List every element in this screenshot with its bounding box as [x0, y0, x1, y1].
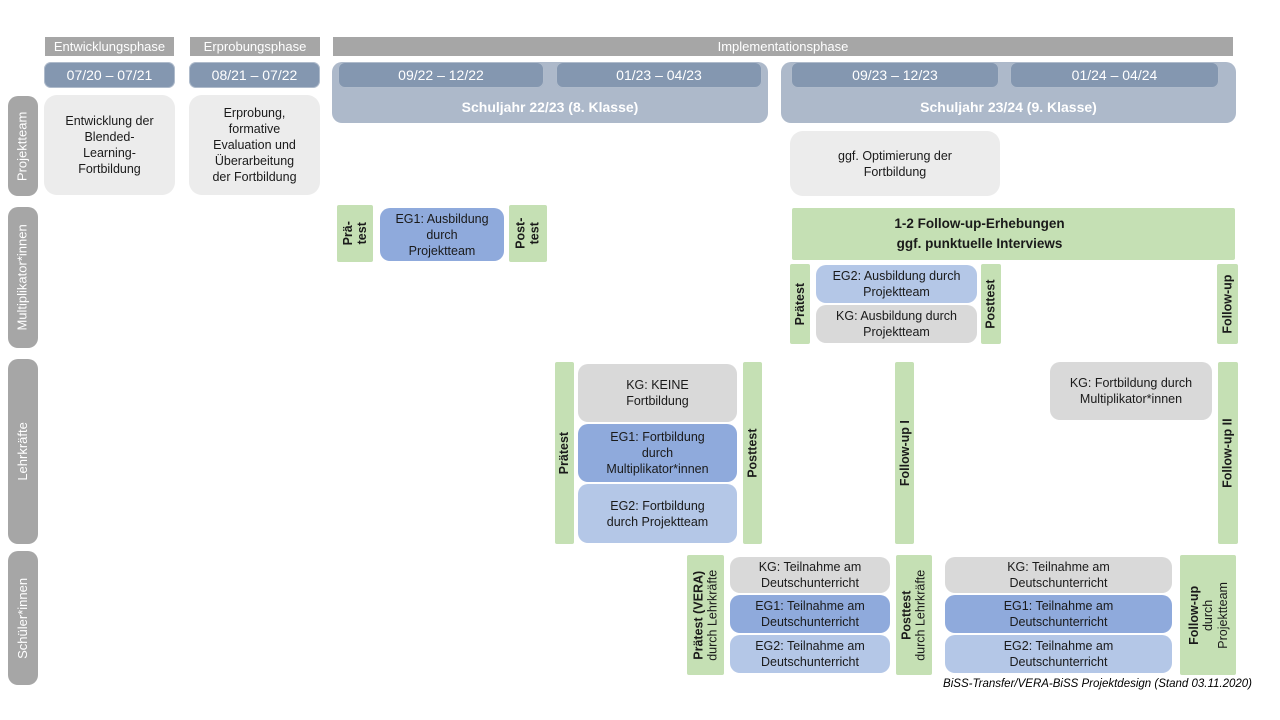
box-eg1-deutschunterricht-1: EG1: Teilnahme am Deutschunterricht: [730, 595, 890, 633]
bar-praetest-lehrkraefte-text: Prätest: [557, 431, 572, 475]
box-kg-fortbildung-text: KG: Fortbildung durch Multiplikator*inne…: [1069, 376, 1193, 406]
bar-praetest-line2: test: [354, 222, 369, 245]
bar-posttest-multiplikatoren-1: Post- test: [509, 205, 547, 262]
box-eg2-deutschunterricht-1-text: EG2: Teilnahme am Deutschunterricht: [755, 639, 865, 669]
box-optimierung-fortbildung: ggf. Optimierung der Fortbildung: [790, 131, 1000, 196]
box-eg2-ausbildung-projektteam: EG2: Ausbildung durch Projektteam: [816, 265, 977, 303]
bar-followup1-lehrkraefte: Follow-up I: [895, 362, 914, 544]
bar-posttest-schueler-line1: Posttest: [899, 590, 914, 640]
row-label-schuelerinnen-text: Schüler*innen: [14, 577, 30, 659]
row-label-lehrkraefte: Lehrkräfte: [8, 359, 38, 544]
date-bar-0923-1223: 09/23 – 12/23: [791, 62, 999, 88]
row-label-multiplikatorinnen: Multiplikator*innen: [8, 207, 38, 348]
date-bar-0123-0423: 01/23 – 04/23: [556, 62, 762, 88]
box-entwicklung-fortbildung: Entwicklung der Blended- Learning- Fortb…: [44, 95, 175, 195]
box-eg2-fortbildung-projektteam: EG2: Fortbildung durch Projektteam: [578, 484, 737, 543]
bar-posttest2-text: Posttest: [983, 279, 998, 329]
box-kg-ausbildung-text: KG: Ausbildung durch Projektteam: [836, 309, 957, 339]
row-label-projektteam: Projektteam: [8, 96, 38, 196]
bar-posttest-lehrkraefte: Posttest: [743, 362, 762, 544]
box-eg1-fortbildung-multiplikatoren: EG1: Fortbildung durch Multiplikator*inn…: [578, 424, 737, 482]
bar-praetest-vera-line2: durch Lehrkräfte: [705, 569, 720, 661]
phase-header-implementationsphase: Implementationsphase: [333, 37, 1233, 56]
box-optimierung-fortbildung-text: ggf. Optimierung der Fortbildung: [838, 148, 952, 179]
box-eg2-deutschunterricht-1: EG2: Teilnahme am Deutschunterricht: [730, 635, 890, 673]
box-kg-keine-fortbildung-text: KG: KEINE Fortbildung: [626, 378, 689, 408]
box-followup-erhebungen: 1-2 Follow-up-Erhebungen ggf. punktuelle…: [792, 208, 1235, 260]
row-label-projektteam-text: Projektteam: [14, 111, 30, 181]
bar-followup-schueler: Follow-up durch Projektteam: [1180, 555, 1236, 675]
bar-followup-multiplikatoren-text: Follow-up: [1220, 274, 1235, 334]
bar-followup2-lehrkraefte: Follow-up II: [1218, 362, 1238, 544]
date-bar-0821-0722: 08/21 – 07/22: [189, 62, 320, 88]
bar-posttest-line1: Post-: [513, 217, 528, 250]
box-eg1-ausbildung-text: EG1: Ausbildung durch Projektteam: [395, 211, 489, 258]
box-eg1-deutschunterricht-2-text: EG1: Teilnahme am Deutschunterricht: [1003, 599, 1114, 629]
box-erprobung-evaluation: Erprobung, formative Evaluation und Über…: [189, 95, 320, 195]
box-kg-keine-fortbildung: KG: KEINE Fortbildung: [578, 364, 737, 422]
date-bar-0922-1222: 09/22 – 12/22: [338, 62, 544, 88]
box-kg-deutschunterricht-1: KG: Teilnahme am Deutschunterricht: [730, 557, 890, 593]
bar-posttest-line2: test: [528, 222, 542, 245]
bar-posttest-multiplikatoren-2: Posttest: [981, 264, 1001, 344]
box-entwicklung-fortbildung-text: Entwicklung der Blended- Learning- Fortb…: [65, 114, 154, 176]
bar-followup-multiplikatoren: Follow-up: [1217, 264, 1238, 344]
box-eg2-deutschunterricht-2-text: EG2: Teilnahme am Deutschunterricht: [1003, 639, 1114, 669]
box-kg-deutschunterricht-2-text: KG: Teilnahme am Deutschunterricht: [1007, 560, 1110, 590]
row-label-schuelerinnen: Schüler*innen: [8, 551, 38, 685]
row-label-lehrkraefte-text: Lehrkräfte: [14, 422, 30, 481]
bar-followup1-text: Follow-up I: [897, 420, 912, 486]
box-eg1-fortbildung-text: EG1: Fortbildung durch Multiplikator*inn…: [606, 430, 709, 476]
box-eg2-ausbildung-text: EG2: Ausbildung durch Projektteam: [832, 269, 961, 299]
bar-praetest-lehrkraefte: Prätest: [555, 362, 574, 544]
box-followup-erhebungen-text: 1-2 Follow-up-Erhebungen ggf. punktuelle…: [894, 215, 1065, 251]
box-eg1-deutschunterricht-2: EG1: Teilnahme am Deutschunterricht: [945, 595, 1172, 633]
phase-header-erprobungsphase: Erprobungsphase: [190, 37, 320, 56]
box-kg-ausbildung-projektteam: KG: Ausbildung durch Projektteam: [816, 305, 977, 343]
bar-followup-schueler-line2: durch: [1200, 599, 1215, 631]
box-eg1-deutschunterricht-1-text: EG1: Teilnahme am Deutschunterricht: [755, 599, 865, 629]
bar-praetest-vera-line1: Prätest (VERA): [691, 570, 706, 660]
bar-followup2-text: Follow-up II: [1220, 418, 1235, 488]
bar-posttest-schueler-line2: durch Lehrkräfte: [914, 569, 928, 661]
bar-praetest-line1: Prä-: [340, 221, 355, 246]
bar-followup-schueler-line1: Follow-up: [1186, 585, 1201, 645]
box-eg1-ausbildung-projektteam: EG1: Ausbildung durch Projektteam: [380, 208, 504, 261]
bar-praetest-multiplikatoren-2: Prätest: [790, 264, 810, 344]
box-kg-deutschunterricht-1-text: KG: Teilnahme am Deutschunterricht: [758, 560, 862, 590]
footer-note: BiSS-Transfer/VERA-BiSS Projektdesign (S…: [943, 678, 1252, 690]
bar-praetest-vera-schueler: Prätest (VERA) durch Lehrkräfte: [687, 555, 724, 675]
date-bar-0720-0721: 07/20 – 07/21: [44, 62, 175, 88]
phase-header-entwicklungsphase: Entwicklungsphase: [45, 37, 174, 56]
box-kg-deutschunterricht-2: KG: Teilnahme am Deutschunterricht: [945, 557, 1172, 593]
box-erprobung-evaluation-text: Erprobung, formative Evaluation und Über…: [212, 106, 297, 184]
bar-posttest-lehrkraefte-text: Posttest: [745, 428, 760, 478]
bar-praetest2-text: Prätest: [792, 282, 807, 326]
row-label-multiplikatorinnen-text: Multiplikator*innen: [14, 224, 30, 331]
box-eg2-fortbildung-text: EG2: Fortbildung durch Projektteam: [606, 498, 709, 529]
date-bar-0124-0424: 01/24 – 04/24: [1010, 62, 1219, 88]
bar-praetest-multiplikatoren-1: Prä- test: [337, 205, 373, 262]
box-eg2-deutschunterricht-2: EG2: Teilnahme am Deutschunterricht: [945, 635, 1172, 673]
box-kg-fortbildung-multiplikatoren: KG: Fortbildung durch Multiplikator*inne…: [1050, 362, 1212, 420]
bar-posttest-schueler: Posttest durch Lehrkräfte: [896, 555, 932, 675]
bar-followup-schueler-line3: Projektteam: [1215, 581, 1230, 649]
schoolyear-label-2324: Schuljahr 23/24 (9. Klasse): [920, 99, 1097, 115]
schoolyear-label-2223: Schuljahr 22/23 (8. Klasse): [461, 99, 639, 115]
